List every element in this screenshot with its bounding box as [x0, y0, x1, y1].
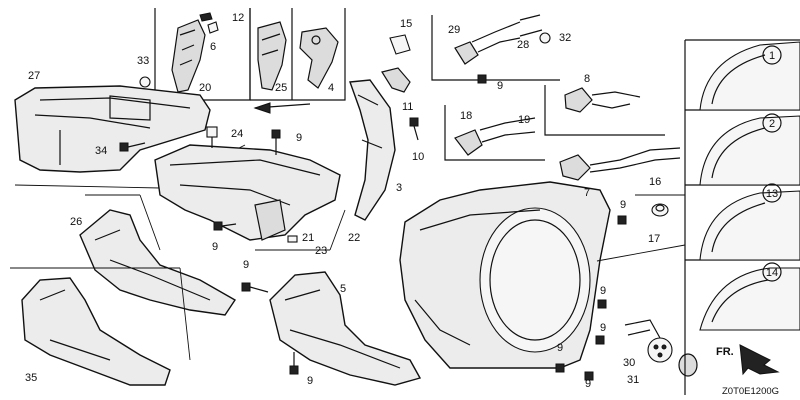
- bolt-9-b: [213, 221, 237, 231]
- callout-22: 22: [348, 232, 360, 244]
- part-15-clip: [389, 34, 411, 55]
- callout-30: 30: [623, 357, 635, 369]
- detail-circle-1: 1: [769, 50, 775, 62]
- callout-9-c: 9: [243, 259, 249, 271]
- callout-33: 33: [137, 55, 149, 67]
- fan-housing: [399, 181, 611, 369]
- callout-12: 12: [232, 12, 244, 24]
- part-17-grommet: [651, 203, 669, 217]
- callout-16: 16: [649, 176, 661, 188]
- callout-7: 7: [584, 187, 590, 199]
- part-18-switch: [454, 129, 483, 156]
- part-27-shroud: [14, 85, 211, 173]
- callout-9-f: 9: [600, 285, 606, 297]
- callout-9-e: 9: [620, 199, 626, 211]
- detail-insets: [684, 39, 800, 395]
- callout-15: 15: [400, 18, 412, 30]
- callout-21: 21: [302, 232, 314, 244]
- part-30-31-switch: [624, 319, 698, 377]
- part-11-bracket: [381, 67, 411, 93]
- part-8-connector: [564, 87, 593, 113]
- bolt-9-h: [555, 363, 565, 373]
- bolt-10: [409, 117, 419, 141]
- callout-8: 8: [584, 73, 590, 85]
- callout-20: 20: [199, 82, 211, 94]
- detail-circle-2: 2: [769, 118, 775, 130]
- bolt-9-d: [289, 352, 299, 375]
- callout-9-h: 9: [557, 342, 563, 354]
- bolt-9-f: [597, 299, 607, 309]
- callout-23: 23: [315, 245, 327, 257]
- part-26-lower-shroud: [79, 209, 236, 316]
- callout-3: 3: [396, 182, 402, 194]
- callout-29: 29: [448, 24, 460, 36]
- detail-circle-14: 14: [766, 267, 778, 279]
- part-29-switch: [454, 41, 479, 65]
- callout-32: 32: [559, 32, 571, 44]
- part-23: [287, 235, 298, 243]
- callout-9-b: 9: [212, 241, 218, 253]
- part-6-clip: [207, 21, 219, 34]
- callout-18: 18: [460, 110, 472, 122]
- front-direction-arrow: [739, 344, 780, 376]
- inset-group-wiring: [431, 15, 665, 161]
- part-3-plate: [349, 79, 396, 221]
- callout-27: 27: [28, 70, 40, 82]
- part-25: [257, 21, 287, 91]
- bolt-24: [206, 126, 218, 148]
- callout-4: 4: [328, 82, 334, 94]
- callout-24: 24: [231, 128, 243, 140]
- callout-28: 28: [517, 39, 529, 51]
- callout-31: 31: [627, 374, 639, 386]
- bolt-9-j: [477, 74, 487, 84]
- bolt-9-c: [241, 282, 269, 293]
- callout-10: 10: [412, 151, 424, 163]
- part-20: [171, 19, 206, 93]
- bolt-9-i: [584, 371, 594, 381]
- callout-9-d: 9: [307, 375, 313, 387]
- callout-17: 17: [648, 233, 660, 245]
- bolt-9-g: [595, 335, 605, 345]
- bolt-34: [119, 142, 146, 152]
- bolt-9-e: [617, 215, 627, 225]
- callout-9-g: 9: [600, 322, 606, 334]
- callout-11: 11: [402, 101, 413, 113]
- callout-34: 34: [95, 145, 107, 157]
- part-21-bracket: [254, 199, 286, 241]
- part-12-clip: [199, 12, 213, 22]
- part-main-inner-shroud: [154, 144, 341, 241]
- callout-19: 19: [518, 114, 530, 126]
- callout-5: 5: [340, 283, 346, 295]
- callout-25: 25: [275, 82, 287, 94]
- figure-code: Z0T0E1200G: [722, 386, 779, 397]
- callout-35: 35: [25, 372, 37, 384]
- part-5-shroud: [269, 271, 422, 386]
- bolt-9-a: [271, 129, 281, 155]
- part-7-connector: [559, 154, 591, 181]
- callout-6: 6: [210, 41, 216, 53]
- nut-33: [139, 76, 151, 88]
- callout-9-j: 9: [497, 80, 503, 92]
- part-4: [299, 27, 339, 89]
- part-32-clip: [539, 32, 551, 44]
- front-label: FR.: [716, 346, 734, 358]
- callout-labels: 12 6 20 25 4 33 27 34 24 9 9 21 22 23 26…: [25, 12, 779, 397]
- callout-9-i: 9: [585, 378, 591, 390]
- callout-9-a: 9: [296, 132, 302, 144]
- part-35-plate: [21, 277, 171, 386]
- detail-circle-13: 13: [766, 188, 778, 200]
- callout-26: 26: [70, 216, 82, 228]
